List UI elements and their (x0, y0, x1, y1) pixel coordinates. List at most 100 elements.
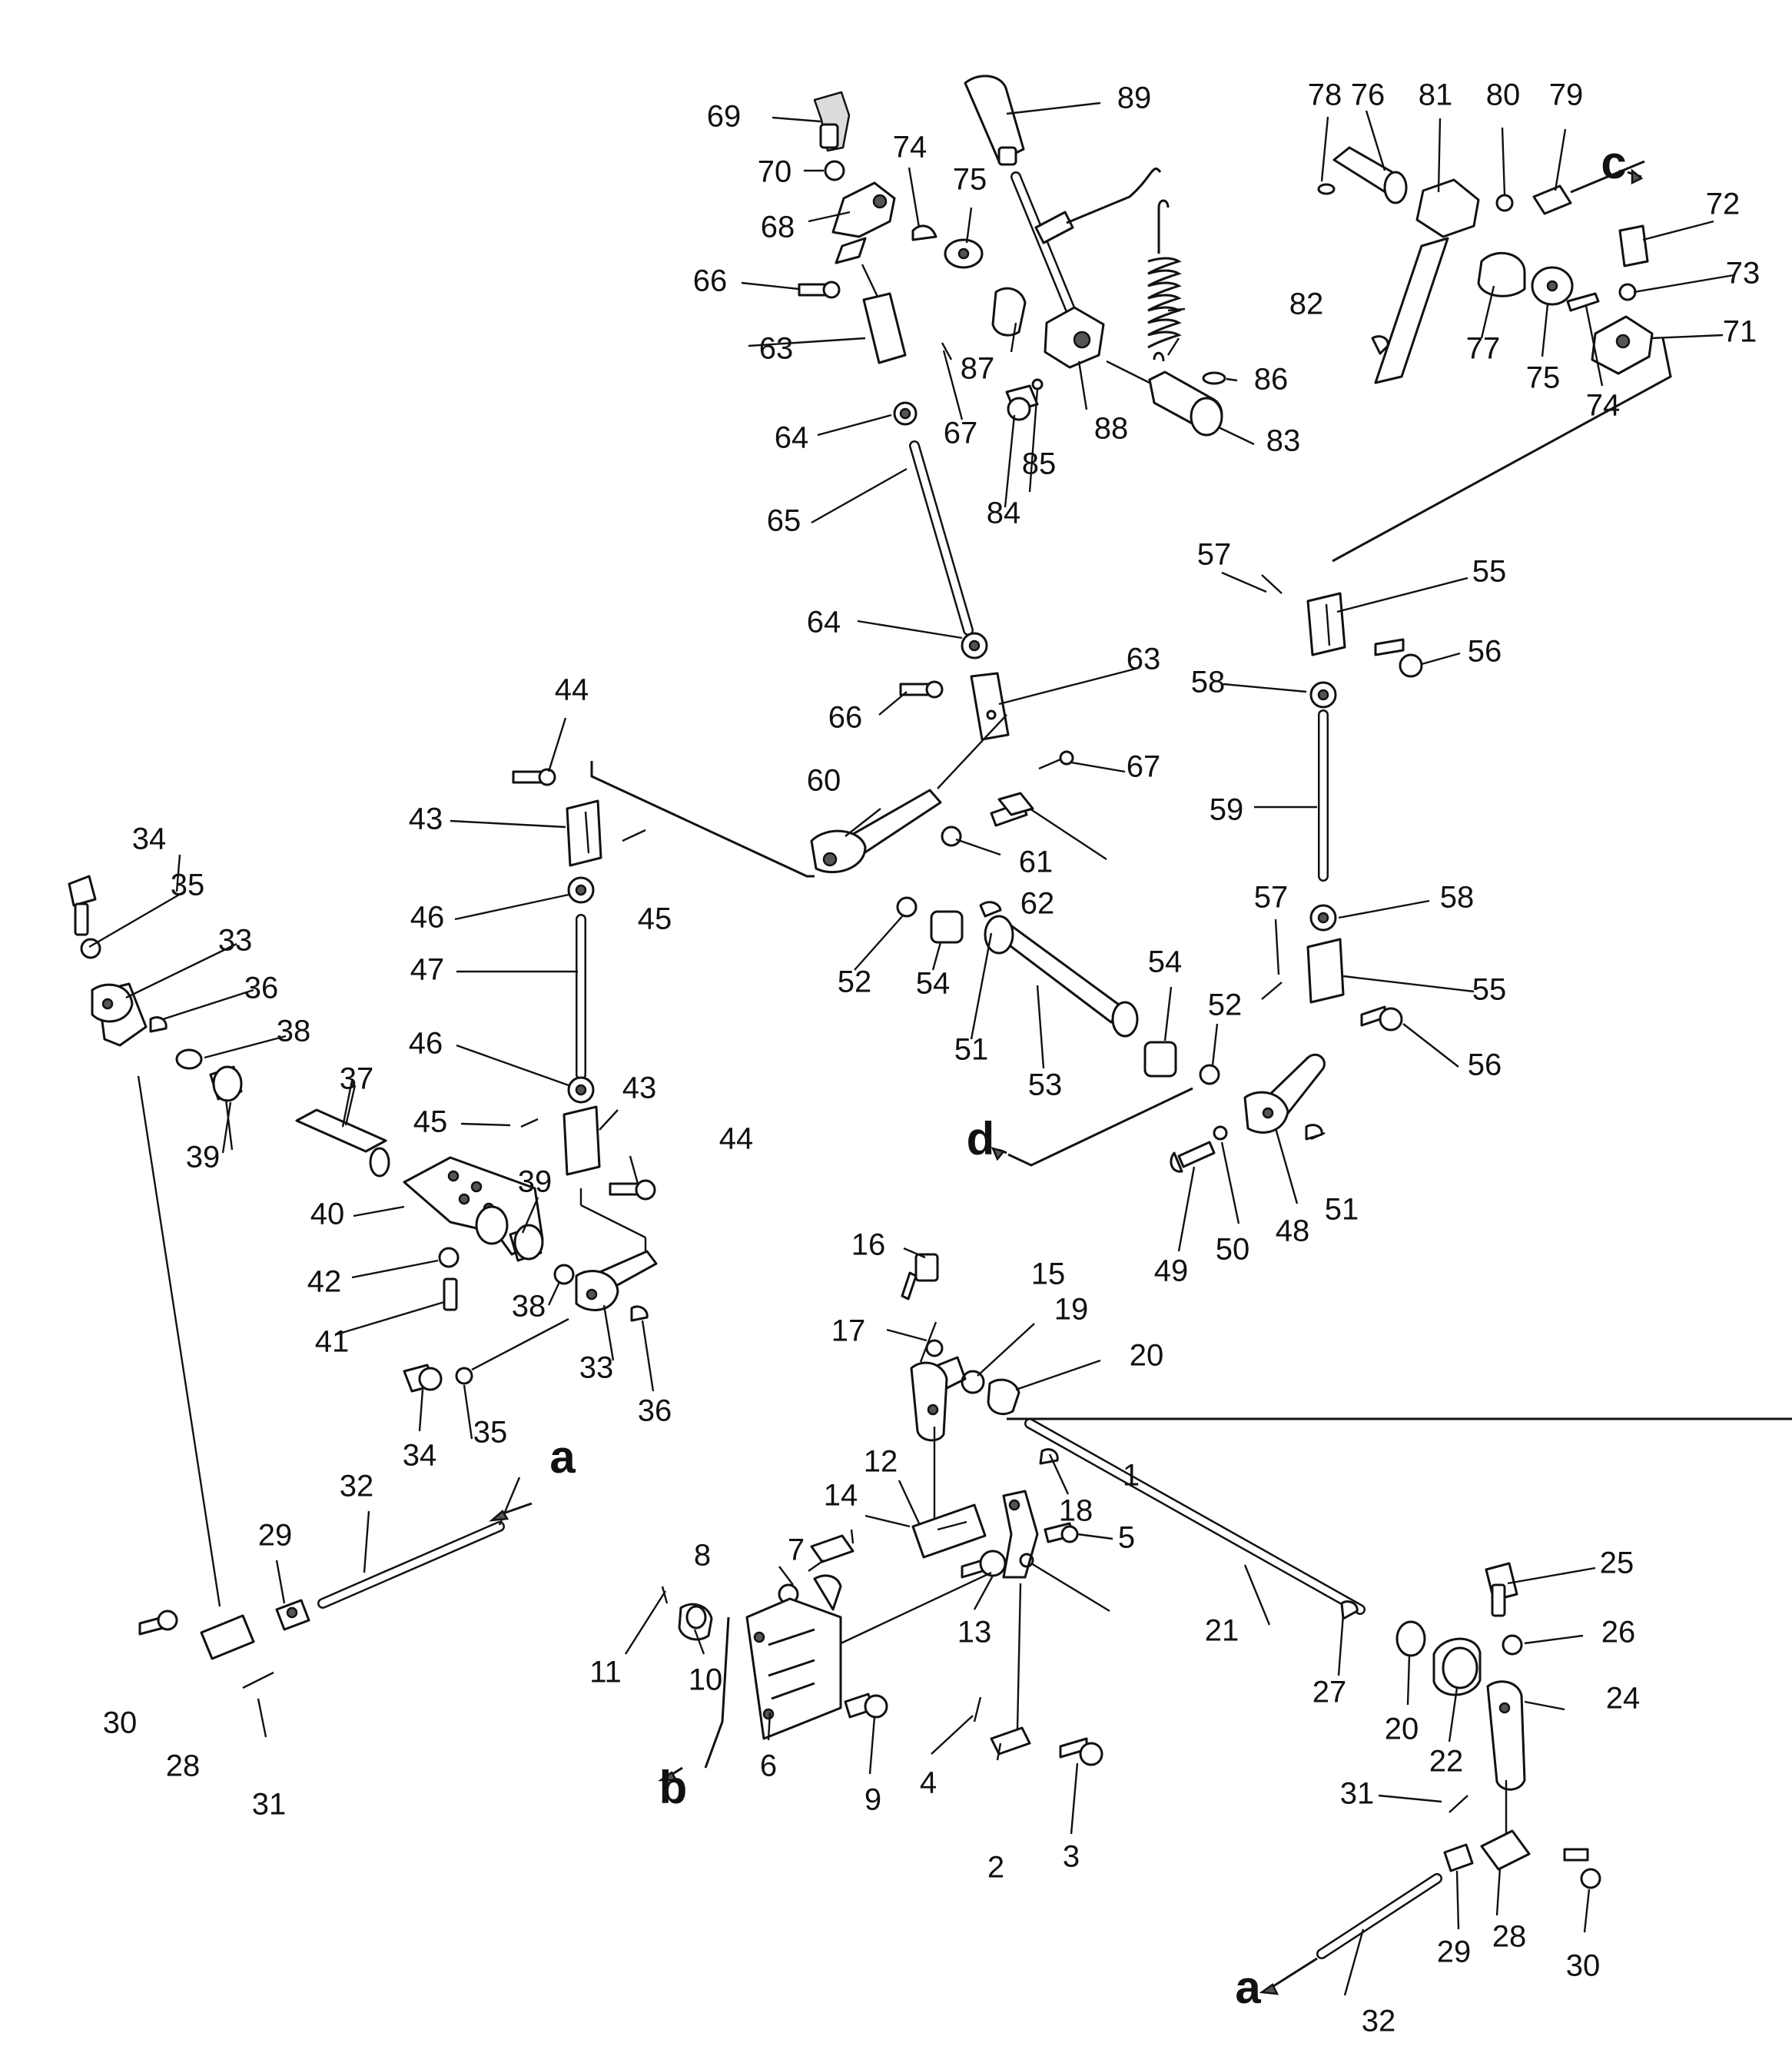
part-label: 45 (413, 1105, 448, 1139)
part-label: 46 (410, 901, 445, 935)
reference-letters: a a b c d (549, 137, 1626, 2013)
part-label: 48 (1276, 1214, 1310, 1248)
part-label: 70 (758, 155, 792, 189)
part-label: 56 (1468, 635, 1502, 669)
part-label: 65 (767, 504, 801, 538)
part-label: 37 (340, 1062, 374, 1096)
bracket-40-group (175, 1048, 658, 1393)
part-label: 42 (307, 1265, 342, 1299)
part-label: 13 (957, 1616, 992, 1649)
rod-47-assembly (512, 768, 656, 1268)
center-bracket-group (661, 1253, 1792, 1769)
part-label: 2 (987, 1851, 1004, 1885)
part-label: 20 (1130, 1339, 1164, 1373)
part-label: 32 (1362, 2005, 1396, 2038)
part-label: 58 (1191, 666, 1226, 699)
part-label: 4 (920, 1766, 937, 1800)
part-label: 54 (916, 967, 951, 1001)
part-label: 10 (689, 1663, 723, 1697)
part-label: 39 (186, 1141, 221, 1174)
part-label: 9 (864, 1783, 881, 1817)
right-lever-group (1316, 1562, 1601, 1959)
rod-65-assembly (899, 440, 1074, 770)
reference-arrows (489, 168, 1644, 1995)
rod-32-left-assembly (138, 1521, 505, 1738)
part-label: 85 (1022, 447, 1057, 481)
part-label: 64 (807, 606, 841, 639)
part-label: 8 (694, 1539, 711, 1573)
part-label: 82 (1289, 287, 1324, 321)
leader-lines (88, 101, 1734, 1996)
part-label: 1 (1123, 1459, 1140, 1493)
part-label: 36 (638, 1394, 672, 1428)
part-label: 51 (954, 1033, 989, 1067)
part-label: 30 (103, 1706, 138, 1740)
part-label: 21 (1205, 1614, 1239, 1648)
part-label: 29 (258, 1519, 293, 1553)
reference-letter-a: a (549, 1431, 576, 1483)
part-label: 33 (579, 1351, 614, 1385)
part-label: 14 (824, 1479, 858, 1513)
part-labels: 1 2 3 4 5 6 7 8 9 10 11 12 13 14 15 16 1… (103, 78, 1760, 2038)
part-label: 7 (788, 1533, 805, 1567)
top-right-lever-group (1317, 146, 1672, 563)
part-label: 76 (1351, 78, 1385, 112)
part-label: 61 (1019, 845, 1054, 879)
part-label: 53 (1028, 1068, 1063, 1102)
part-label: 88 (1094, 412, 1129, 446)
part-label: 45 (638, 902, 672, 936)
part-label: 29 (1437, 1935, 1472, 1969)
part-label: 19 (1054, 1293, 1089, 1327)
part-label: 60 (807, 764, 841, 798)
part-label: 84 (987, 497, 1021, 530)
part-label: 17 (831, 1314, 866, 1348)
part-label: 87 (961, 352, 995, 386)
part-label: 57 (1254, 881, 1289, 915)
part-label: 33 (218, 924, 253, 958)
part-label: 38 (277, 1015, 311, 1048)
part-label: 47 (410, 953, 445, 987)
part-label: 55 (1472, 973, 1507, 1007)
part-label: 66 (828, 701, 863, 735)
part-label: 74 (893, 131, 928, 164)
reference-letter-c: c (1601, 137, 1626, 188)
part-label: 55 (1472, 555, 1507, 589)
part-label: 66 (693, 264, 728, 298)
shift-lever-group (964, 75, 1162, 421)
part-label: 35 (473, 1416, 508, 1450)
part-label: 16 (851, 1228, 886, 1262)
part-label: 27 (1312, 1676, 1347, 1709)
reference-letter-d: d (967, 1113, 995, 1164)
part-label: 22 (1429, 1745, 1464, 1779)
part-label: 5 (1118, 1521, 1135, 1555)
reference-letter-a: a (1235, 1962, 1261, 2013)
part-label: 63 (759, 332, 794, 366)
part-label: 52 (838, 965, 872, 999)
part-label: 6 (760, 1749, 777, 1783)
part-label: 26 (1601, 1616, 1636, 1649)
top-left-lever-group (798, 91, 984, 426)
part-label: 43 (409, 802, 443, 836)
part-label: 39 (518, 1165, 553, 1199)
cross-shaft-group (896, 896, 1326, 1173)
part-label: 36 (244, 972, 279, 1005)
part-label: 78 (1308, 78, 1342, 112)
part-label: 30 (1566, 1949, 1601, 1983)
part-label: 24 (1606, 1682, 1641, 1716)
reference-letter-b: b (659, 1762, 688, 1813)
part-label: 56 (1468, 1048, 1502, 1082)
part-label: 75 (1526, 361, 1561, 395)
part-label: 49 (1154, 1254, 1189, 1288)
part-label: 69 (707, 100, 742, 134)
part-label: 51 (1325, 1193, 1359, 1227)
part-label: 71 (1723, 315, 1757, 349)
part-label: 28 (1492, 1920, 1527, 1954)
part-label: 32 (340, 1470, 374, 1503)
part-label: 54 (1148, 945, 1183, 979)
part-label: 67 (1127, 750, 1161, 784)
rod-59-assembly (1261, 574, 1423, 1031)
part-label: 35 (171, 869, 205, 902)
part-label: 11 (589, 1656, 622, 1689)
part-label: 59 (1210, 793, 1244, 827)
